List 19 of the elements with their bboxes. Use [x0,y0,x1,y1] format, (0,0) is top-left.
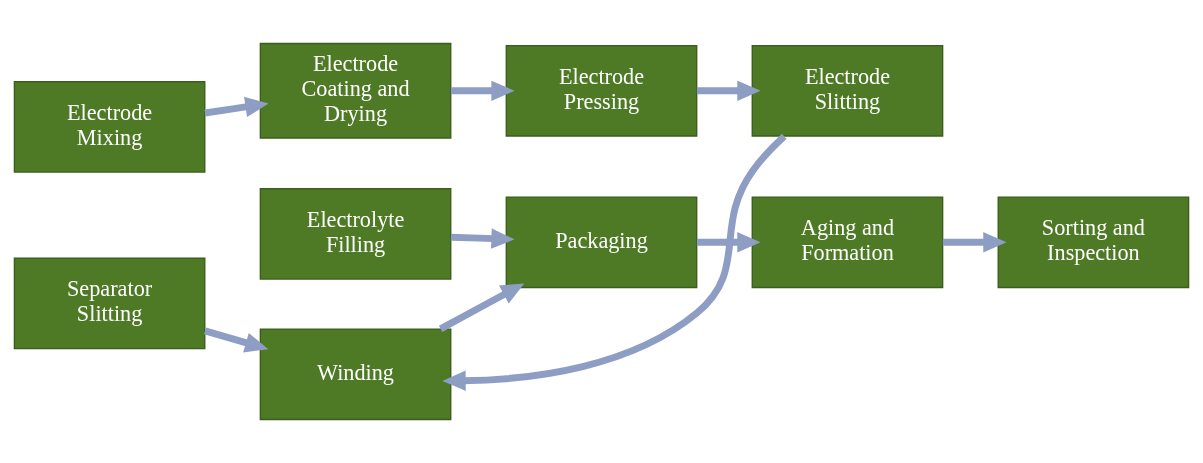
arrow [696,232,761,253]
node-box: Electrode Slitting [751,44,944,137]
node-box: Winding [259,328,452,421]
arrow [942,232,1007,253]
arrow [204,327,269,353]
node-box: Packaging [505,196,698,289]
node-box: Electrode Coating and Drying [259,42,452,139]
arrow [450,228,515,249]
node-box: Electrode Pressing [505,44,698,137]
node-box: Electrode Mixing [13,81,206,173]
node-box: Sorting and Inspection [997,196,1190,289]
arrow [450,80,515,101]
arrow [204,96,269,117]
arrow [438,283,525,332]
node-box: Aging and Formation [751,196,944,289]
arrow [442,133,787,391]
node-box: Electrolyte Filling [259,188,452,280]
arrow [696,80,761,101]
node-box: Separator Slitting [13,257,206,350]
